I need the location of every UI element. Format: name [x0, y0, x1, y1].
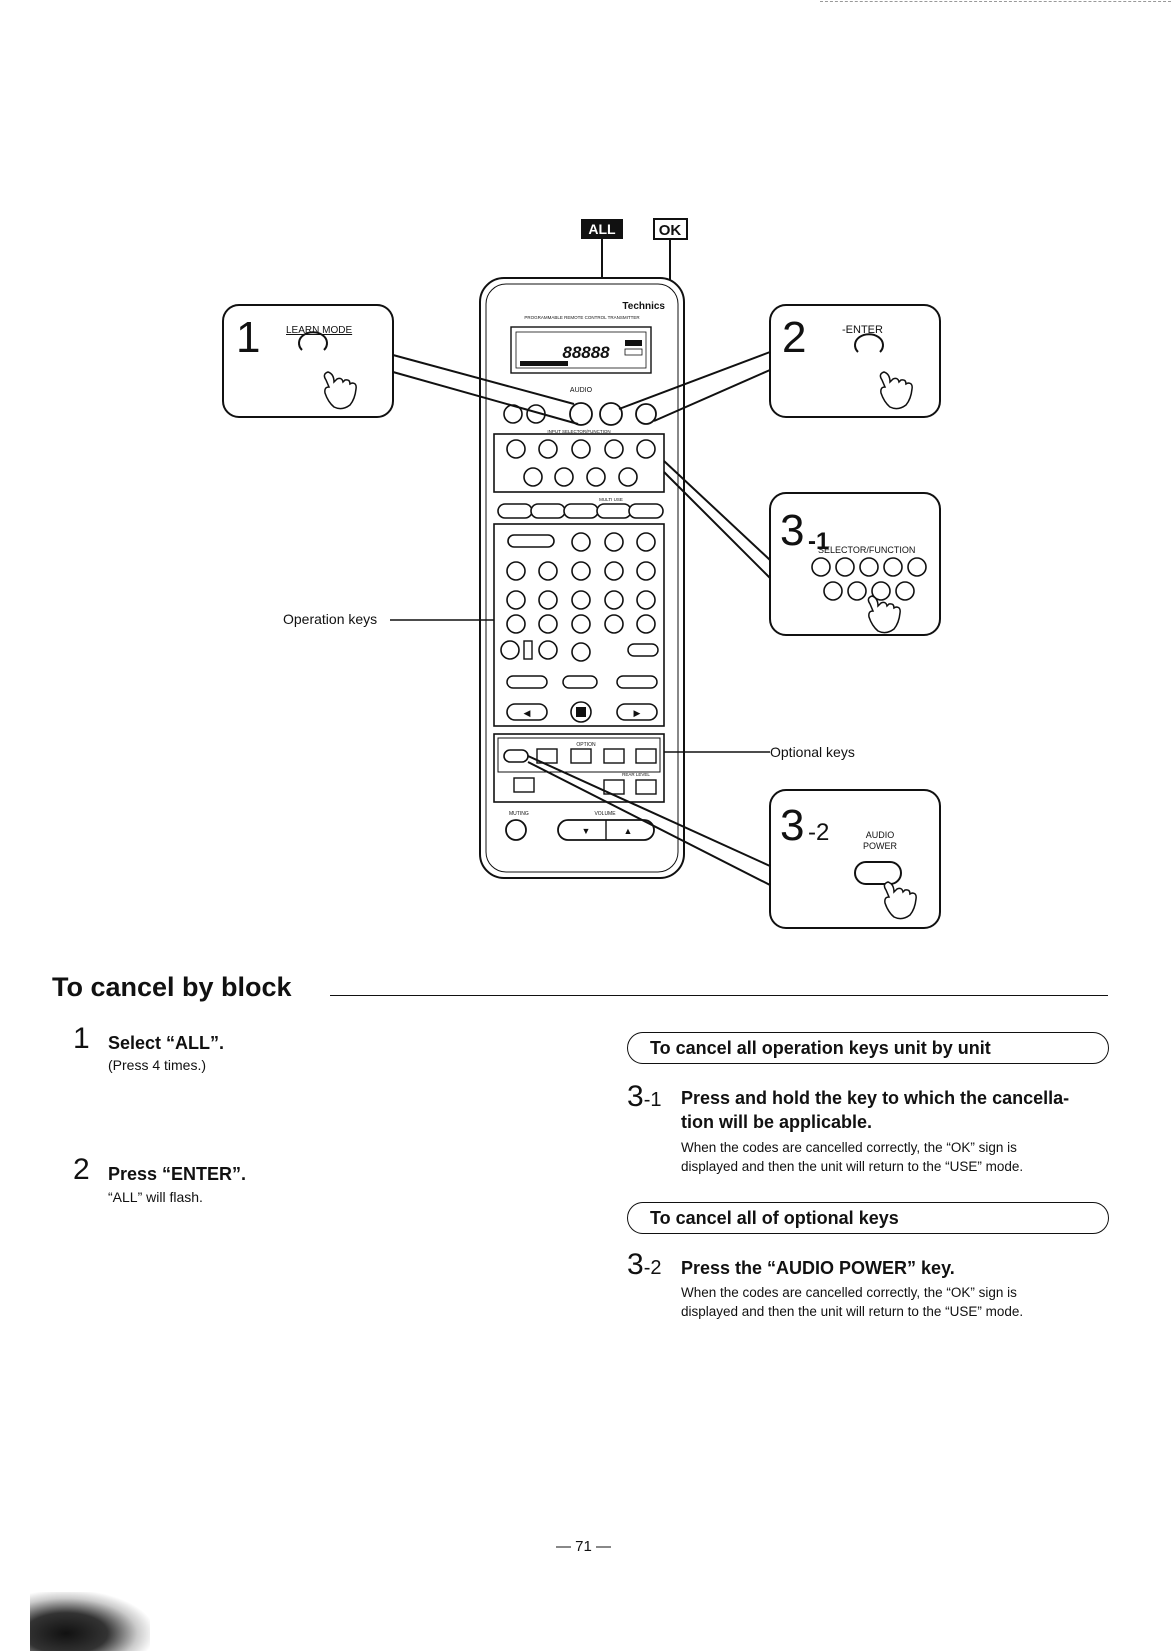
svg-text:REAR LEVEL: REAR LEVEL — [622, 772, 650, 777]
svg-text:▼: ▼ — [582, 826, 591, 836]
remote-subtitle: PROGRAMMABLE REMOTE CONTROL TRANSMITTER — [524, 315, 640, 320]
step-2-number: 2 — [73, 1153, 90, 1186]
optional-cancel-heading: To cancel all of optional keys — [627, 1202, 1109, 1234]
callout-3-2-audio-power: 3 -2 AUDIO POWER — [769, 789, 941, 929]
step-3-2-number: 3-2 — [627, 1248, 662, 1281]
unit-cancel-heading: To cancel all operation keys unit by uni… — [627, 1032, 1109, 1064]
svg-text:▲: ▲ — [624, 826, 633, 836]
svg-text:AUDIO: AUDIO — [570, 387, 593, 394]
operation-keys-label: Operation keys — [283, 611, 377, 627]
svg-text:OPTION: OPTION — [576, 742, 596, 748]
svg-text:1: 1 — [236, 313, 260, 362]
svg-text:3: 3 — [780, 506, 804, 555]
svg-text:3: 3 — [780, 801, 804, 850]
step-3-2-note-line1: When the codes are cancelled correctly, … — [681, 1285, 1017, 1300]
svg-text:ALL: ALL — [588, 221, 616, 237]
svg-text:▶: ▶ — [634, 708, 641, 718]
svg-text:MULTI USE: MULTI USE — [599, 497, 623, 502]
brand-label: Technics — [622, 301, 665, 312]
svg-text:INPUT SELECTOR/FUNCTION: INPUT SELECTOR/FUNCTION — [547, 429, 610, 434]
optional-keys-label: Optional keys — [770, 744, 855, 760]
svg-text:OK: OK — [659, 222, 682, 239]
svg-text:-ENTER: -ENTER — [842, 324, 883, 336]
svg-text:POWER: POWER — [863, 841, 898, 851]
display-digits: 88888 — [562, 343, 610, 362]
section-title: To cancel by block — [52, 972, 292, 1002]
step-3-1-number: 3-1 — [627, 1080, 662, 1113]
remote-diagram: ALL OK Technics PROGRAMMABLE REMOTE CONT… — [222, 218, 941, 929]
page-number: — 71 — — [556, 1538, 612, 1555]
svg-text:-1: -1 — [808, 528, 829, 555]
step-1-number: 1 — [73, 1022, 90, 1055]
scan-artifact — [30, 1592, 150, 1651]
svg-text:-2: -2 — [808, 819, 829, 846]
step-3-2-note-line2: displayed and then the unit will return … — [681, 1304, 1024, 1319]
svg-text:LEARN MODE: LEARN MODE — [286, 325, 352, 336]
callout-2-enter: 2 -ENTER — [769, 304, 941, 418]
callout-3-1-selector: 3 -1 SELECTOR/FUNCTION — [769, 492, 941, 636]
svg-text:MUTING: MUTING — [509, 811, 529, 817]
svg-text:SELECTOR/FUNCTION: SELECTOR/FUNCTION — [818, 545, 915, 555]
section-rule — [330, 995, 1108, 996]
svg-text:VOLUME: VOLUME — [594, 811, 616, 817]
step-2-heading: Press “ENTER”. — [108, 1164, 247, 1184]
step-1-note: (Press 4 times.) — [108, 1057, 207, 1073]
step-3-1-heading-line2: tion will be applicable. — [681, 1112, 873, 1132]
all-indicator: ALL — [581, 219, 623, 239]
svg-text:2: 2 — [782, 313, 806, 362]
remote-control-body: Technics PROGRAMMABLE REMOTE CONTROL TRA… — [479, 277, 685, 879]
step-3-1-heading-line1: Press and hold the key to which the canc… — [681, 1088, 1070, 1108]
callout-1-learn-mode: 1 LEARN MODE — [222, 304, 394, 418]
step-3-2-heading: Press the “AUDIO POWER” key. — [681, 1258, 955, 1278]
svg-text:AUDIO: AUDIO — [866, 830, 895, 840]
step-2-note: “ALL” will flash. — [108, 1189, 203, 1205]
step-1-heading: Select “ALL”. — [108, 1033, 225, 1053]
ok-indicator: OK — [653, 218, 688, 240]
step-3-1-note-line1: When the codes are cancelled correctly, … — [681, 1140, 1017, 1155]
svg-text:◀: ◀ — [524, 708, 531, 718]
scan-edge-line — [820, 1, 1171, 2]
step-3-1-note-line2: displayed and then the unit will return … — [681, 1159, 1024, 1174]
